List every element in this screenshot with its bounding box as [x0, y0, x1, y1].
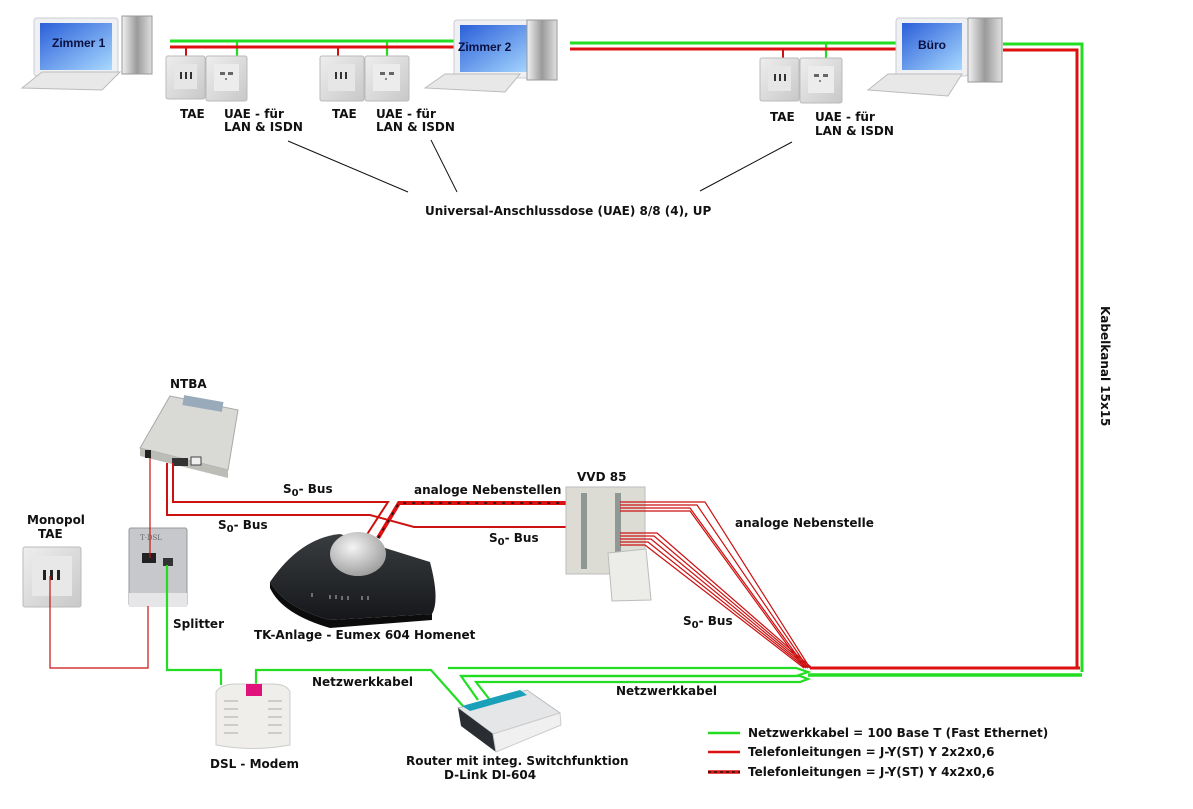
computer-label: Büro [918, 38, 946, 52]
uae-label: UAE - für [376, 107, 436, 121]
tk-anlage-label: TK-Anlage - Eumex 604 Homenet [254, 628, 476, 642]
monopol-label: Monopol [27, 513, 85, 527]
socket-tae-1 [165, 55, 206, 100]
s0-bus-label: S0- Bus [218, 518, 268, 535]
legend-label: Telefonleitungen = J-Y(ST) Y 4x2x0,6 [748, 765, 995, 779]
vvd-label: VVD 85 [577, 470, 626, 484]
router-device [456, 689, 562, 753]
computer-label: Zimmer 1 [52, 36, 106, 50]
monopol-label: TAE [38, 527, 63, 541]
tk-anlage-device [270, 532, 436, 628]
analog-extension-cables [620, 501, 1080, 670]
s0-bus-cables [166, 463, 615, 537]
uae-label: LAN & ISDN [224, 120, 303, 134]
ntba-label: NTBA [170, 377, 207, 391]
s0-bus-label: S0- Bus [683, 614, 733, 631]
tae-label: TAE [332, 107, 357, 121]
socket-uae-2 [364, 55, 410, 102]
s0-bus-label: S0- Bus [489, 531, 539, 548]
svg-text:T·DSL: T·DSL [140, 534, 162, 542]
uae-callout-label: Universal-Anschlussdose (UAE) 8/8 (4), U… [425, 204, 712, 218]
tae-label: TAE [770, 110, 795, 124]
legend-item-network: Netzwerkkabel = 100 Base T (Fast Etherne… [708, 726, 1048, 740]
callout-lines [287, 139, 793, 193]
vvd-distribution-board [565, 486, 652, 602]
kabelkanal-label: Kabelkanal 15x15 [1098, 306, 1112, 426]
legend-label: Netzwerkkabel = 100 Base T (Fast Etherne… [748, 726, 1048, 740]
uae-label: LAN & ISDN [815, 124, 894, 138]
splitter-label: Splitter [173, 617, 224, 631]
computer-buero[interactable]: Büro [866, 17, 1003, 97]
socket-uae-3 [799, 57, 843, 104]
top-network-cable [170, 39, 1084, 672]
network-cable-label: Netzwerkkabel [616, 684, 717, 698]
bottom-network-cables [165, 565, 1082, 707]
computer-zimmer-1[interactable]: Zimmer 1 [20, 15, 153, 91]
socket-tae-3 [759, 57, 800, 102]
legend: Netzwerkkabel = 100 Base T (Fast Etherne… [708, 726, 1048, 779]
uae-label: UAE - für [224, 107, 284, 121]
uae-label: LAN & ISDN [376, 120, 455, 134]
legend-item-phone-2x2: Telefonleitungen = J-Y(ST) Y 2x2x0,6 [708, 745, 995, 759]
computer-zimmer-2[interactable]: Zimmer 2 [423, 19, 558, 93]
ntba-device [139, 395, 239, 478]
dsl-modem-device [215, 683, 291, 749]
dsl-modem-label: DSL - Modem [210, 757, 299, 771]
legend-item-phone-4x2: Telefonleitungen = J-Y(ST) Y 4x2x0,6 [708, 765, 995, 779]
top-phone-cable [170, 45, 1079, 668]
legend-label: Telefonleitungen = J-Y(ST) Y 2x2x0,6 [748, 745, 995, 759]
uae-label: UAE - für [815, 110, 875, 124]
s0-bus-label: S0- Bus [283, 482, 333, 499]
socket-tae-2 [319, 55, 365, 102]
router-label: D-Link DI-604 [444, 768, 536, 782]
analog-extension-label: analoge Nebenstelle [735, 516, 874, 530]
splitter-device: T·DSL [128, 527, 188, 607]
router-label: Router mit integ. Switchfunktion [406, 754, 629, 768]
monopol-tae-socket [22, 546, 82, 608]
network-cable-label: Netzwerkkabel [312, 675, 413, 689]
analog-extensions-label: analoge Nebenstellen [414, 483, 561, 497]
analog-extensions-cable [376, 501, 620, 540]
computer-label: Zimmer 2 [458, 40, 512, 54]
tae-label: TAE [180, 107, 205, 121]
phone-cable-tae-splitter [49, 576, 149, 669]
socket-uae-1 [205, 55, 248, 102]
